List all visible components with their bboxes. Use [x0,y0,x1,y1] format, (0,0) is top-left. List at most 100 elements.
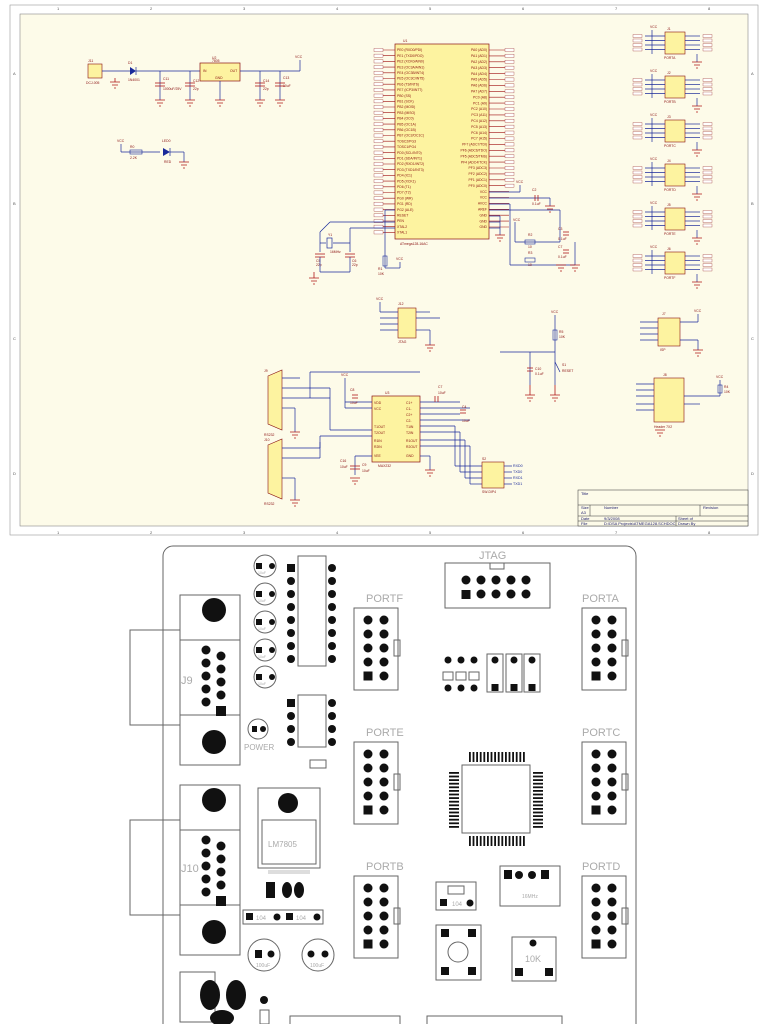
mcu-pin-label: PA3 (AD3) [471,66,487,70]
svg-text:2.2K: 2.2K [130,156,138,160]
svg-text:10: 10 [528,245,532,249]
svg-text:RESET: RESET [562,369,573,373]
svg-text:R4: R4 [724,385,728,389]
mcu-pin-label: GND [479,225,487,229]
mcu-pin-label: PE7 (ICP3/INT7) [397,88,422,92]
svg-text:16MHz: 16MHz [522,894,538,900]
reg-label: LM7805 [268,840,297,849]
svg-text:J10: J10 [264,438,270,442]
svg-text:7: 7 [615,6,618,11]
mcu-pin-label: PC1 (A9) [473,101,487,105]
svg-text:PORTC: PORTC [664,144,676,148]
svg-text:R2OUT: R2OUT [406,445,418,449]
svg-text:4: 4 [336,530,339,535]
mcu-pin-label: AVCC [478,202,488,206]
mcu-pin-label: PB4 (OC0) [397,117,414,121]
mcu-pin-label: PD6 (T1) [397,185,411,189]
mcu-pin-label: XTAL2 [397,225,407,229]
mcu-pin-label: PD0 (SCL/INT0) [397,151,422,155]
svg-text:C11: C11 [163,77,169,81]
svg-text:3: 3 [243,530,246,535]
svg-text:T2OUT: T2OUT [374,431,385,435]
svg-text:C1+: C1+ [406,401,412,405]
jtag-footprint: JTAG [444,550,551,609]
svg-text:R1: R1 [378,267,382,271]
svg-text:R2: R2 [528,233,532,237]
mcu-pin-label: PF6 (ADC6/TDO) [460,149,487,153]
svg-text:6: 6 [522,6,525,11]
svg-text:Sheet of: Sheet of [678,516,694,521]
svg-text:Drawn By: Drawn By [678,521,695,526]
svg-text:Number: Number [604,505,619,510]
svg-text:VCC: VCC [650,201,658,205]
svg-text:DCJ-005: DCJ-005 [86,81,99,85]
mcu-pin-label: PG0 (WR) [397,196,413,200]
svg-text:10K: 10K [378,272,385,276]
svg-text:PORTA: PORTA [664,56,676,60]
mcu-pin-label: TOSC2/PG3 [397,139,416,143]
svg-text:File: File [581,521,588,526]
dip-switch: S2 SW-DIP4 RXD0 TXD0 RXD1 TXD1 [481,457,523,494]
svg-text:D: D [13,471,16,476]
jtag-header: J12 JTAG VCC [376,297,440,352]
svg-text:C1-: C1- [406,407,411,411]
svg-text:C8: C8 [350,388,354,392]
svg-text:0.1uF: 0.1uF [535,372,544,376]
mcu-pin-label: PD4 (IC1) [397,174,412,178]
ext-header: J8 Header 7X2 VCC R4 10K [636,373,731,437]
svg-text:2: 2 [150,530,153,535]
svg-text:10uF: 10uF [258,599,266,603]
svg-text:VCC: VCC [516,180,524,184]
mcu-pin-label: VCC [480,190,488,194]
mcu-pin-label: PD1 (SDA/INT1) [397,157,422,161]
mcu-pin-label: PA2 (AD2) [471,60,487,64]
mcu-pin-label: PE4 (OC3B/INT4) [397,71,424,75]
port-footprint: PORTF [353,593,403,691]
mcu-pin-label: PC0 (A8) [473,95,487,99]
db9-j9: J9 [129,594,241,766]
svg-text:104: 104 [256,916,267,922]
svg-text:RXD1: RXD1 [513,476,523,480]
svg-text:100uF: 100uF [310,963,324,969]
port-label: PORTD [582,861,620,873]
port-label: PORTF [366,593,403,605]
svg-text:PORTB: PORTB [664,100,676,104]
svg-text:B: B [13,201,16,206]
title-block: Title Size A3 Number Revision Date 9/3/2… [577,489,749,527]
mcu-pin-label: PB5 (OC1A) [397,122,416,126]
schematic-sheet: 1 2 3 4 5 6 7 8 1 2 3 4 5 6 7 8 A B C D … [9,4,759,536]
mcu-pin-label: PE0 (RXD0/PDI) [397,48,422,52]
svg-text:R5: R5 [559,330,563,334]
mcu-pin-label: XTAL1 [397,231,407,235]
svg-text:22p: 22p [352,263,358,267]
svg-text:2: 2 [150,6,153,11]
dip8-footprint [287,694,336,748]
svg-text:C7: C7 [438,385,442,389]
svg-text:10uF: 10uF [283,84,291,88]
crystal-section: Y1 16MHz C5 22p C6 22p R1 10K VCC [309,209,404,285]
svg-text:B: B [751,201,754,206]
svg-text:10uF: 10uF [258,627,266,631]
svg-text:R1OUT: R1OUT [406,439,418,443]
grid-labels: 1 2 3 4 5 6 7 8 1 2 3 4 5 6 7 8 A B C D … [13,6,754,535]
svg-text:MAX232: MAX232 [378,464,391,468]
mounting-hole [202,598,226,622]
svg-text:TXD0: TXD0 [513,470,522,474]
mcu-pin-label: PF7 (ADC7/TDI) [462,143,487,147]
mcu-pin-label: PC7 (A15) [471,137,487,141]
svg-text:A: A [13,71,16,76]
j9-label: J9 [181,675,193,687]
svg-text:VDD: VDD [374,401,382,405]
svg-text:104: 104 [452,902,463,908]
port-label: PORTA [582,593,620,605]
svg-text:C7: C7 [558,245,562,249]
mcu-pin-label: PA4 (AD4) [471,72,487,76]
svg-text:T1IN: T1IN [406,425,414,429]
svg-text:R0: R0 [130,145,134,149]
